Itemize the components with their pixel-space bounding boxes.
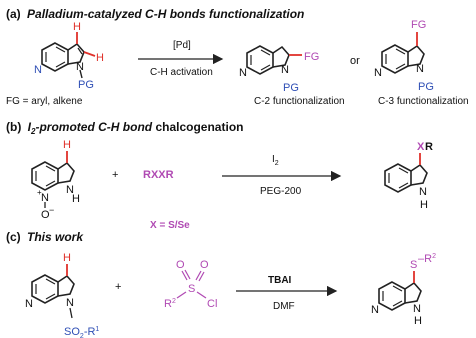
panel-b-product: X R N H [384,141,433,211]
product-s-label: S [410,259,417,271]
panel-a-c2-product: FG N N PG [239,45,319,94]
c2-pg-label: PG [283,82,299,94]
panel-a-reactant: H H N N PG [34,21,104,91]
sulfonyl-s: S [188,283,195,295]
c3-pyrrole-n: N [416,63,424,75]
panel-a-title: Palladium-catalyzed C-H bonds functional… [27,7,304,21]
c-product-pyridine-n: N [371,304,379,316]
c3-h-atom: H [73,21,81,33]
product-r2-label: –R2 [418,253,436,265]
b-product-n: N [419,186,427,198]
panel-c-title: This work [27,230,84,244]
sulfonyl-r1-label: SO2-R1 [64,326,99,338]
fg-definition: FG = aryl, alkene [6,96,83,107]
c3-functionalization-label: C-3 functionalization [378,96,469,107]
panel-c-product: S –R2 N N H [371,253,436,327]
b-c3-h-atom: H [63,139,71,151]
c2-h-atom: H [96,52,104,64]
b-pyrrole-n: N [66,184,74,196]
n-oxide-n: N [41,192,49,204]
pyridine-n-atom: N [34,64,42,76]
c3-pyridine-n: N [374,67,382,79]
panel-b-reactant: H N + O − N H [31,139,80,221]
protecting-group-label: PG [78,79,94,91]
iodine-reagent: I2 [272,154,279,167]
panel-a-header: (a) Palladium-catalyzed C-H bonds functi… [6,7,304,21]
n-oxide-o: O [41,209,50,221]
sulfonyl-chloride: O O S R2 Cl [164,259,217,310]
b-product-h: H [420,199,428,211]
condition-label: C-H activation [150,67,213,78]
pyrrole-n-atom: N [76,61,84,73]
svg-text:−: − [49,205,54,215]
c2-h-bond-red [83,51,96,57]
panel-a-label: (a) [6,7,21,21]
sulfonyl-o-right: O [200,259,209,271]
c-pyridine-n: N [25,298,33,310]
sulfonyl-cl: Cl [207,298,217,310]
panel-a: (a) Palladium-catalyzed C-H bonds functi… [6,7,469,107]
tbai-reagent: TBAI [268,275,292,286]
c-product-h: H [414,315,422,327]
svg-text:+: + [37,188,42,197]
c2-pyridine-n: N [239,67,247,79]
x-definition: X = S/Se [150,220,190,231]
sulfonyl-o-left: O [176,259,185,271]
dmf-solvent: DMF [273,301,295,312]
panel-c-reactant: H N N SO2-R1 [25,252,99,338]
peg-solvent: PEG-200 [260,186,302,197]
c3-fg-label: FG [411,19,426,31]
panel-c-label: (c) [6,230,21,244]
c-c3-h-atom: H [63,252,71,264]
b-pyrrole-h: H [72,193,80,205]
c3-pg-label: PG [418,81,434,93]
c-pyrrole-n: N [66,297,74,309]
plus-sign-b: + [112,169,118,181]
plus-sign-c: + [115,281,121,293]
panel-c-header: (c) This work [6,230,84,244]
rxxr-reagent: RXXR [143,169,174,181]
or-label: or [350,55,360,67]
product-r-label: R [425,141,433,153]
catalyst-label: [Pd] [173,40,191,51]
c-product-pyrrole-n: N [413,303,421,315]
c2-fg-label: FG [304,51,319,63]
panel-b-label: (b) [6,120,21,134]
panel-a-c3-product: FG N N PG [374,19,434,93]
product-x-label: X [417,141,425,153]
c2-functionalization-label: C-2 functionalization [254,96,345,107]
panel-c: (c) This work H N N SO2-R1 + O O S [6,230,436,338]
c2-pyrrole-n: N [281,64,289,76]
panel-b-header: (b) I2-promoted C-H bond chalcogenation [6,120,243,136]
panel-b: (b) I2-promoted C-H bond chalcogenation … [6,120,433,231]
sulfonyl-r2: R2 [164,298,176,310]
